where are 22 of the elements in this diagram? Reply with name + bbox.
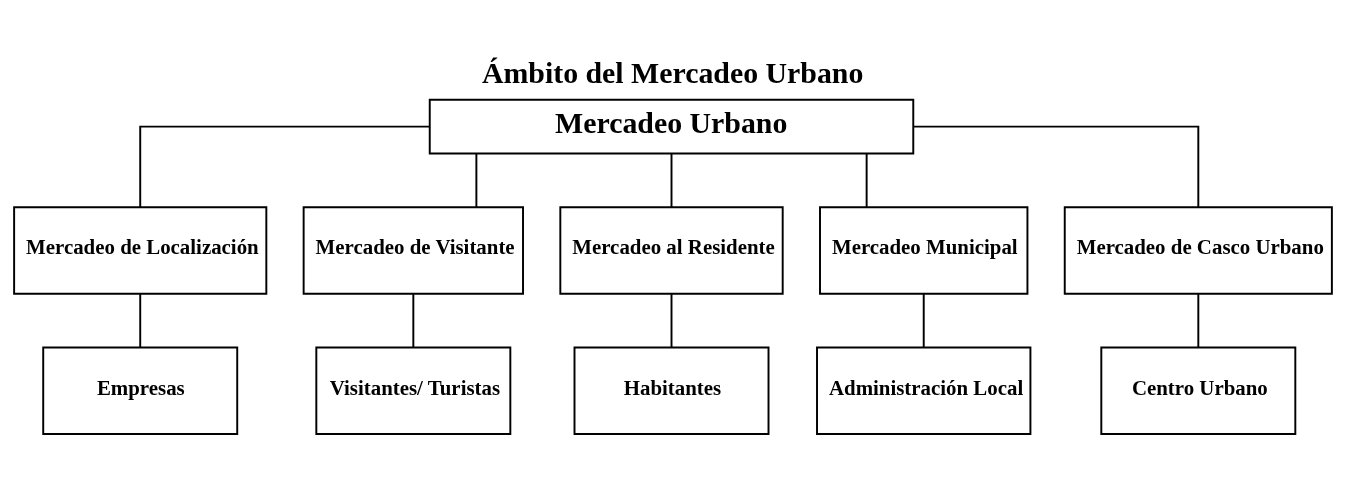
diagram-title: Ámbito del Mercadeo Urbano xyxy=(481,55,864,89)
node-box: Mercadeo al Residente xyxy=(559,205,784,295)
connector xyxy=(922,292,925,348)
connector xyxy=(475,152,478,208)
node-box: Mercadeo de Casco Urbano xyxy=(1063,205,1333,295)
connector xyxy=(412,292,415,348)
node-box: Mercadeo de Visitante xyxy=(302,205,524,295)
node-box: Empresas xyxy=(42,346,239,435)
node-box: Mercadeo Municipal xyxy=(819,205,1029,295)
node-box: Centro Urbano xyxy=(1100,346,1297,435)
connector xyxy=(1197,292,1200,348)
node-box: Mercadeo Urbano xyxy=(428,98,915,154)
connector xyxy=(670,292,673,348)
connector xyxy=(865,152,868,208)
connector xyxy=(670,152,673,208)
connector xyxy=(139,292,142,348)
connector xyxy=(912,125,1200,208)
node-box: Administración Local xyxy=(816,346,1032,435)
node-box: Habitantes xyxy=(573,346,770,435)
connector xyxy=(139,125,431,208)
node-box: Visitantes/ Turistas xyxy=(315,346,512,435)
node-box: Mercadeo de Localización xyxy=(13,205,268,295)
